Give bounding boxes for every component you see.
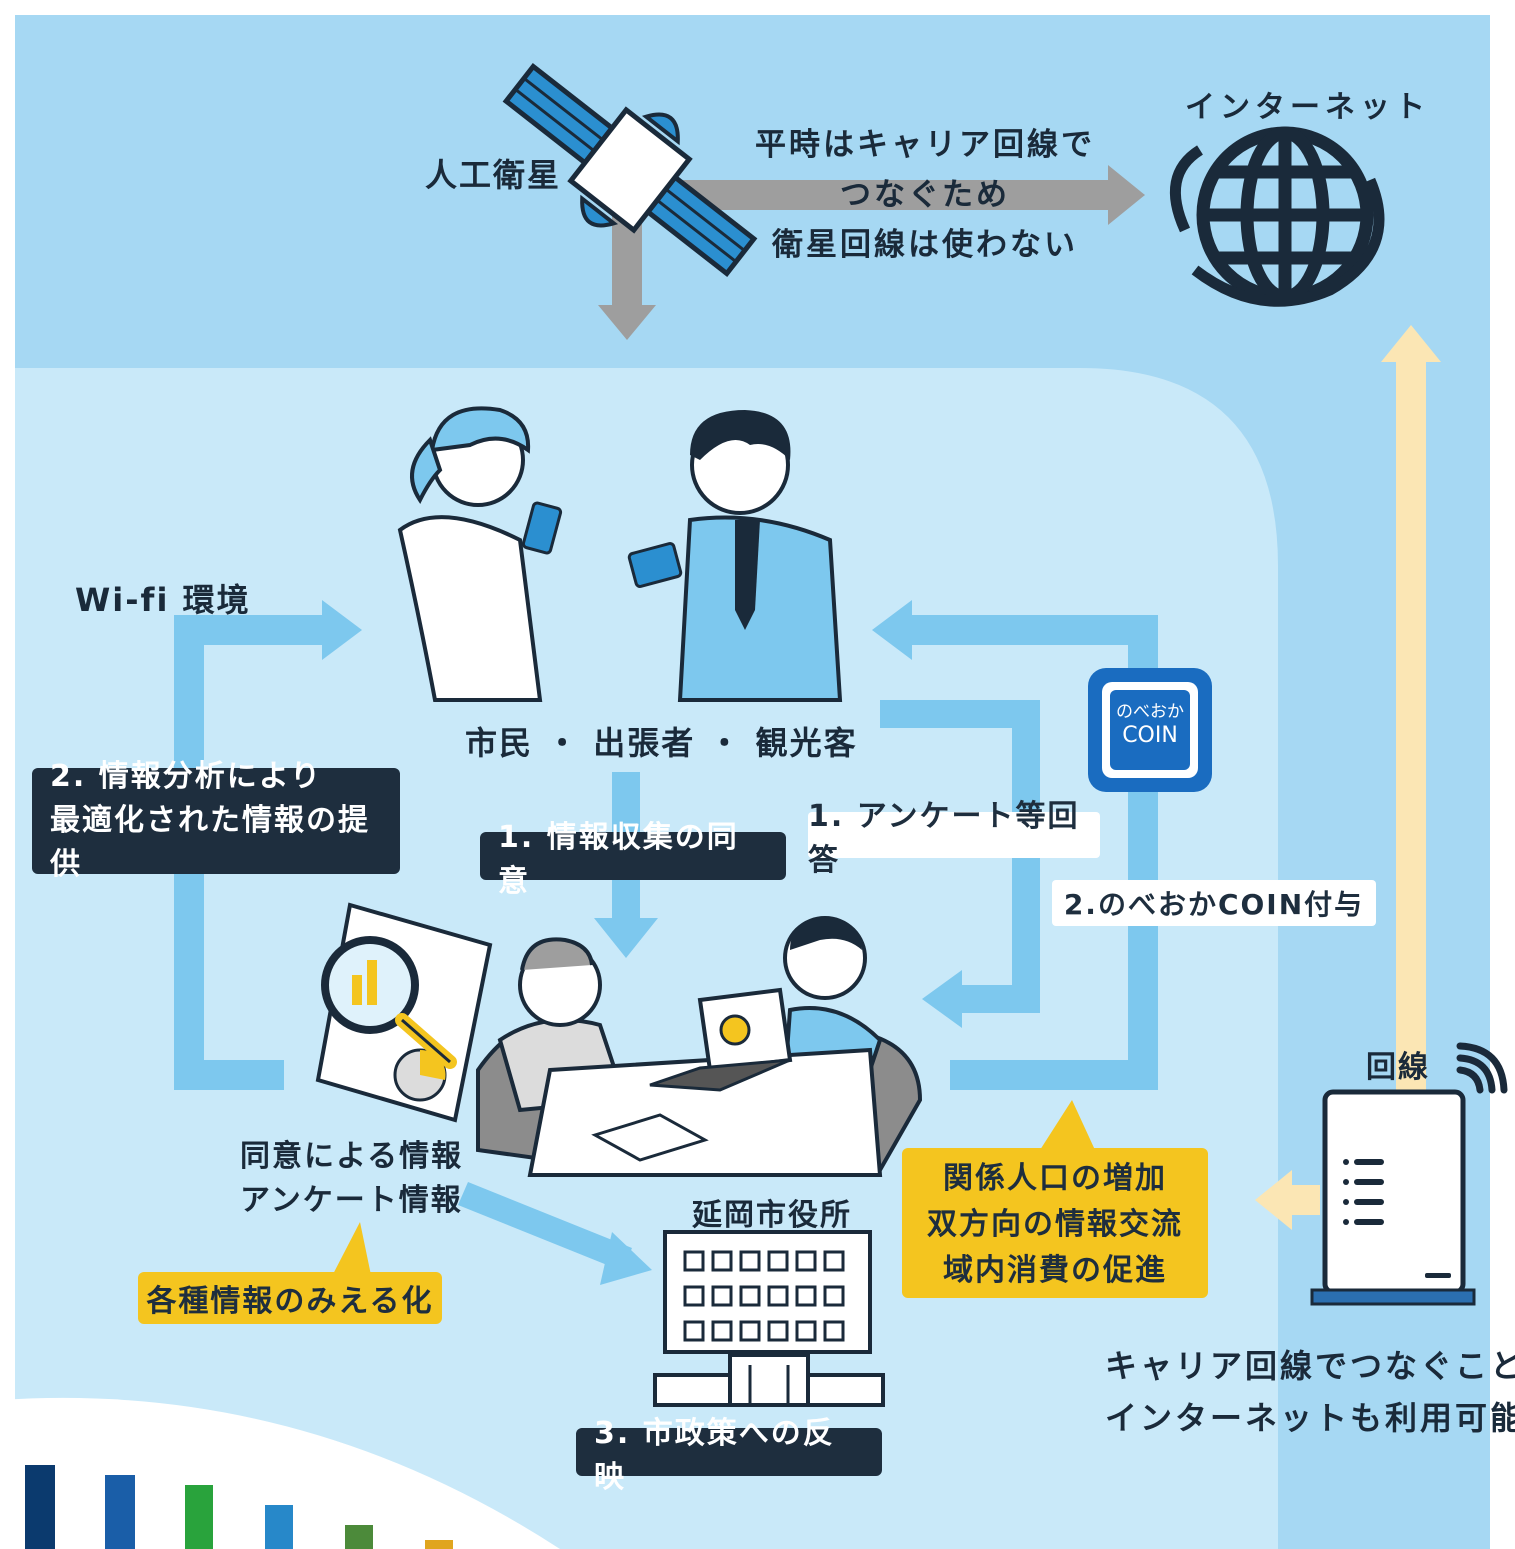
report-magnifier-illustration bbox=[315, 902, 493, 1123]
benefit-3: 域内消費の促進 bbox=[943, 1253, 1167, 1288]
satellite-label: 人工衛星 bbox=[425, 156, 562, 194]
globe-icon bbox=[1169, 126, 1385, 307]
consent-info-line-2: アンケート情報 bbox=[240, 1183, 463, 1218]
info-analysis-step: 2. 情報分析により 最適化された情報の提供 bbox=[32, 759, 400, 882]
users-label: 市民 ・ 出張者 ・ 観光客 bbox=[465, 724, 858, 762]
logo-bar-3 bbox=[185, 1485, 213, 1549]
meeting-illustration bbox=[476, 916, 923, 1177]
info-analysis-line-2: 最適化された情報の提供 bbox=[50, 803, 370, 882]
router-icon bbox=[1310, 1089, 1476, 1306]
satellite-icon bbox=[502, 62, 758, 278]
router-left-arrow bbox=[1255, 1170, 1320, 1230]
coin-logo-icon: のべおか COIN bbox=[1088, 668, 1212, 792]
users-illustration bbox=[397, 406, 843, 702]
carrier-note-line-2: インターネットも利用可能 bbox=[1105, 1399, 1515, 1437]
consent-step: 1. 情報収集の同意 bbox=[480, 820, 786, 899]
survey-step: 1. アンケート等回答 bbox=[808, 799, 1100, 878]
logo-bar-2 bbox=[105, 1475, 135, 1549]
inner-area bbox=[15, 368, 1278, 1549]
logo-bar-5 bbox=[345, 1525, 373, 1549]
city-hall-label: 延岡市役所 bbox=[692, 1198, 852, 1233]
policy-step: 3. 市政策への反映 bbox=[576, 1416, 882, 1495]
coin-logo-line-2: COIN bbox=[1122, 723, 1178, 748]
coin-logo-line-1: のべおか bbox=[1116, 702, 1184, 722]
coin-loop-arrow bbox=[872, 600, 1158, 1090]
survey-loop-arrow bbox=[880, 700, 1040, 1028]
normal-time-note-line-1: 平時はキャリア回線で bbox=[755, 127, 1095, 163]
carrier-note-line-1: キャリア回線でつなぐことで bbox=[1105, 1347, 1515, 1385]
logo-bar-4 bbox=[265, 1505, 293, 1549]
router-label: 回線 bbox=[1366, 1050, 1430, 1085]
normal-time-note-line-2: つなぐため bbox=[840, 177, 1010, 213]
benefits-pointer bbox=[1040, 1100, 1095, 1150]
internet-up-arrow bbox=[1381, 325, 1441, 1100]
consent-info-line-1: 同意による情報 bbox=[240, 1139, 464, 1174]
internet-label: インターネット bbox=[1185, 90, 1430, 125]
policy-arrow bbox=[458, 1182, 652, 1285]
benefits-box: 関係人口の増加 双方向の情報交流 域内消費の促進 bbox=[902, 1148, 1208, 1298]
visualize-label: 各種情報のみえる化 bbox=[138, 1272, 442, 1324]
bottom-wave bbox=[0, 1397, 560, 1549]
visualize-pointer bbox=[330, 1222, 372, 1280]
benefit-1: 関係人口の増加 bbox=[943, 1161, 1167, 1196]
carrier-note: キャリア回線でつなぐことで インターネットも利用可能 bbox=[1105, 1340, 1515, 1444]
coin-grant-step: 2.のべおかCOIN付与 bbox=[1052, 880, 1376, 926]
normal-time-note-line-3: 衛星回線は使わない bbox=[772, 227, 1078, 263]
wifi-signal-icon bbox=[1456, 1042, 1508, 1094]
normal-time-note: 平時はキャリア回線で つなぐため 衛星回線は使わない bbox=[745, 120, 1105, 270]
logo-bar-1 bbox=[25, 1465, 55, 1549]
wifi-label: Wi-fi 環境 bbox=[75, 581, 251, 619]
consent-info: 同意による情報 アンケート情報 bbox=[240, 1135, 464, 1223]
logo-bar-6 bbox=[425, 1540, 453, 1549]
benefit-2: 双方向の情報交流 bbox=[927, 1207, 1183, 1242]
city-hall-icon bbox=[653, 1230, 885, 1407]
satellite-arrow-right bbox=[640, 165, 1145, 225]
info-analysis-line-1: 2. 情報分析により bbox=[50, 759, 323, 794]
